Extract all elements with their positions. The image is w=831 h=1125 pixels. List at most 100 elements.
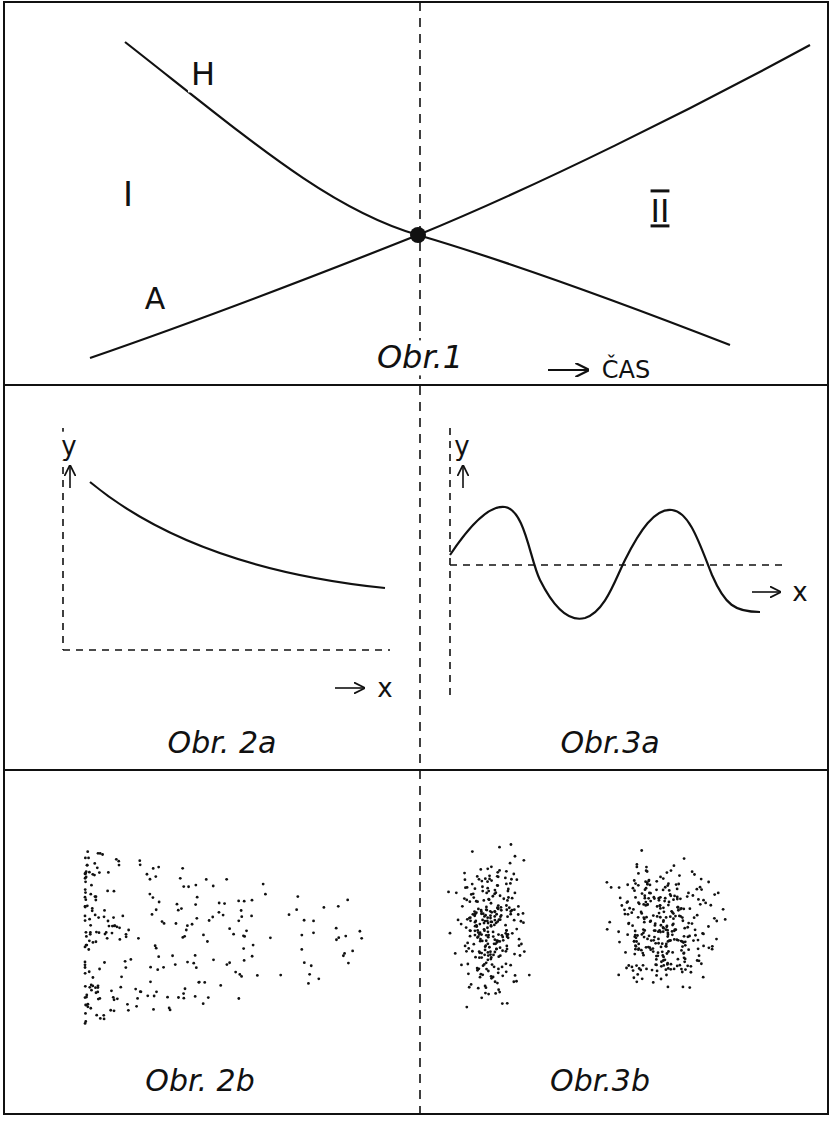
dot xyxy=(479,973,482,976)
dot xyxy=(490,911,493,914)
dot xyxy=(522,859,525,862)
dot xyxy=(149,966,152,969)
dot xyxy=(694,934,697,937)
dot xyxy=(506,899,509,902)
dot xyxy=(303,961,306,964)
axis-y xyxy=(449,428,451,700)
dot xyxy=(505,945,508,948)
dot xyxy=(474,913,477,916)
dot xyxy=(683,927,686,930)
dot xyxy=(87,857,90,860)
dot xyxy=(158,901,161,904)
dot xyxy=(310,964,313,967)
dot xyxy=(632,969,635,972)
dot xyxy=(682,941,685,944)
dot xyxy=(488,898,491,901)
dot xyxy=(700,888,703,891)
dot xyxy=(493,919,496,922)
dot xyxy=(677,883,680,886)
dot xyxy=(485,909,488,912)
dot xyxy=(654,963,657,966)
axis-x xyxy=(450,564,785,566)
dot xyxy=(673,929,676,932)
dot xyxy=(84,961,87,964)
dot xyxy=(675,883,678,886)
dot xyxy=(474,934,477,937)
dot xyxy=(698,959,701,962)
dot xyxy=(648,879,651,882)
dot xyxy=(505,929,508,932)
divider xyxy=(4,384,828,386)
dot xyxy=(212,958,215,961)
dot xyxy=(501,934,504,937)
dot xyxy=(492,930,495,933)
dot xyxy=(88,939,91,942)
dot xyxy=(645,916,648,919)
dot xyxy=(234,971,237,974)
dot xyxy=(242,947,245,950)
dot xyxy=(308,973,311,976)
dot xyxy=(676,965,679,968)
dot xyxy=(477,907,480,910)
dot xyxy=(634,930,637,933)
dot-clouds xyxy=(84,843,727,1025)
dot xyxy=(677,906,680,909)
dot xyxy=(662,920,665,923)
dot xyxy=(646,883,649,886)
dot xyxy=(252,944,255,947)
dot xyxy=(337,905,340,908)
dot xyxy=(666,963,669,966)
dot xyxy=(101,853,104,856)
dot xyxy=(688,935,691,938)
dot xyxy=(659,907,662,910)
dot xyxy=(506,915,509,918)
dot xyxy=(683,960,686,963)
dot xyxy=(700,878,703,881)
dot xyxy=(652,950,655,953)
dot xyxy=(102,1014,105,1017)
label: II xyxy=(648,194,673,229)
dot xyxy=(470,983,473,986)
dot xyxy=(194,995,197,998)
dot xyxy=(482,964,485,967)
dot xyxy=(337,936,340,939)
dot xyxy=(513,953,516,956)
dot xyxy=(509,964,512,967)
dot xyxy=(662,877,665,880)
dot xyxy=(118,926,121,929)
dot xyxy=(96,866,99,869)
dot xyxy=(478,923,481,926)
dot xyxy=(694,928,697,931)
dot xyxy=(632,908,635,911)
figure-caption: Obr. 2b xyxy=(142,1064,257,1097)
dot xyxy=(485,939,488,942)
dot xyxy=(683,857,686,860)
dot xyxy=(487,954,490,957)
dot xyxy=(479,868,482,871)
dot xyxy=(652,981,655,984)
dot xyxy=(704,901,707,904)
dot xyxy=(659,904,662,907)
dot xyxy=(681,945,684,948)
dot xyxy=(646,903,649,906)
dot xyxy=(653,936,656,939)
dot xyxy=(307,982,310,985)
dot xyxy=(671,951,674,954)
dot xyxy=(695,888,698,891)
dot xyxy=(113,1009,116,1012)
dot xyxy=(631,966,634,969)
dot xyxy=(696,914,699,917)
dot xyxy=(679,897,682,900)
dot xyxy=(140,990,143,993)
dot xyxy=(99,1017,102,1020)
dot xyxy=(618,886,621,889)
dot xyxy=(480,909,483,912)
dot xyxy=(624,951,627,954)
dot xyxy=(665,945,668,948)
dot xyxy=(664,958,667,961)
dot xyxy=(499,894,502,897)
dot xyxy=(182,885,185,888)
dot xyxy=(469,935,472,938)
dot xyxy=(667,933,670,936)
dot xyxy=(680,907,683,910)
